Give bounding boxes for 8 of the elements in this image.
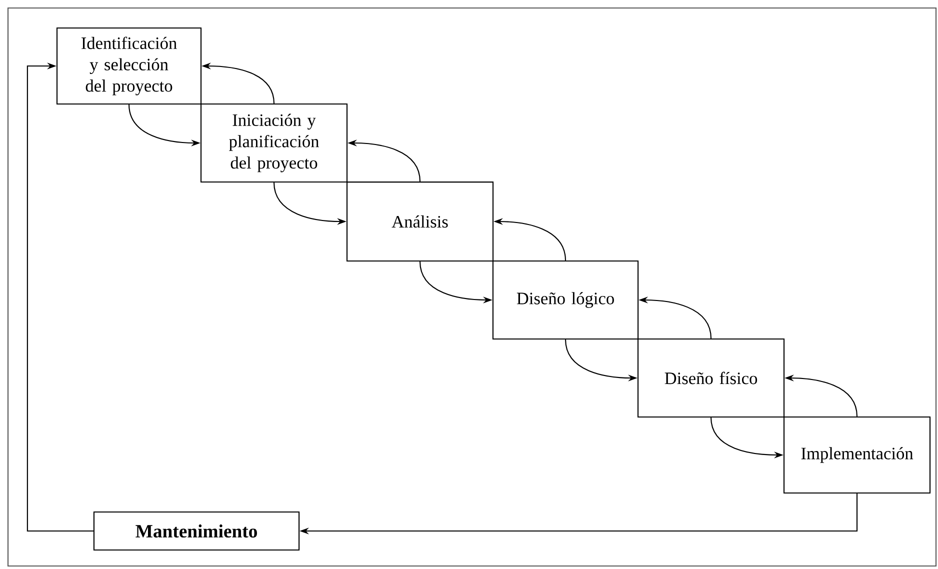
process-box: Diseño físico: [637, 338, 785, 418]
process-box: Iniciación y planificación del proyecto: [200, 103, 348, 183]
process-box: Implementación: [783, 416, 931, 494]
process-box: Diseño lógico: [492, 260, 639, 340]
arrow: [26, 62, 94, 532]
process-box: Identificación y selección del proyecto: [56, 27, 202, 105]
process-box: Análisis: [346, 182, 494, 262]
process-box: Mantenimiento: [93, 511, 300, 551]
